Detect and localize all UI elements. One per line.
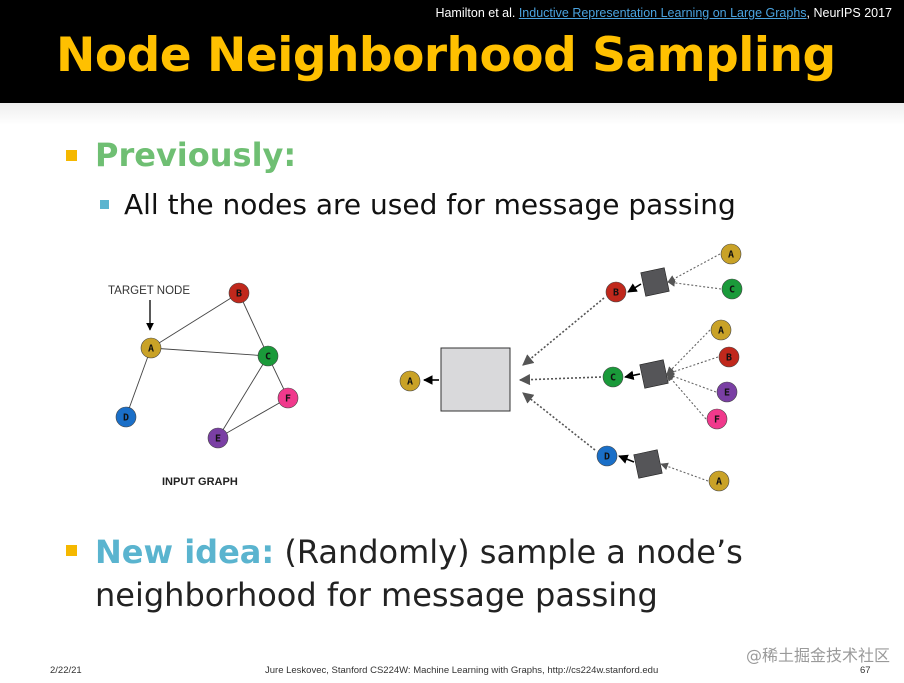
target-node-label: TARGET NODE: [108, 285, 190, 297]
message-edge: [522, 297, 605, 366]
comp-child-node: C: [602, 366, 624, 388]
node-label: D: [123, 413, 129, 424]
graph-edge: [217, 355, 269, 439]
aggregator-arrow: [624, 370, 641, 381]
citation-suffix: , NeurIPS 2017: [806, 6, 892, 20]
previously-heading: Previously:: [95, 136, 297, 174]
graph-edge: [150, 347, 269, 357]
header-gradient-band: [0, 103, 904, 125]
comp-neighbor-node: A: [720, 243, 742, 265]
citation-link[interactable]: Inductive Representation Learning on Lar…: [518, 6, 807, 20]
neighbor-aggregator: [639, 359, 669, 389]
footer-credit: Jure Leskovec, Stanford CS224W: Machine …: [265, 665, 659, 676]
graph-node-E: E: [207, 427, 229, 449]
node-label: E: [215, 434, 221, 445]
graph-edge: [217, 397, 289, 439]
node-label: A: [728, 250, 734, 261]
node-label: F: [714, 415, 720, 426]
node-label: D: [604, 452, 610, 463]
node-label: B: [726, 353, 732, 364]
neighbor-edge: [666, 329, 711, 375]
neighbor-edge: [666, 373, 707, 420]
previously-subpoint: All the nodes are used for message passi…: [124, 188, 736, 221]
comp-root-node: A: [399, 370, 421, 392]
graph-edge: [125, 347, 152, 418]
comp-neighbor-node: C: [721, 278, 743, 300]
graph-edge: [238, 292, 269, 357]
bullet-square-icon: [66, 545, 77, 556]
citation: Hamilton et al. Inductive Representation…: [435, 6, 892, 20]
comp-neighbor-node: A: [708, 470, 730, 492]
neighbor-edge: [667, 253, 721, 283]
graph-node-A: A: [140, 337, 162, 359]
computation-graph: A A C B A B E F C A D: [399, 243, 743, 492]
neighbor-edge: [666, 372, 717, 393]
node-label: A: [718, 326, 724, 337]
footer-date: 2/22/21: [50, 665, 82, 676]
graph-node-F: F: [277, 387, 299, 409]
watermark: @稀土掘金技术社区: [745, 646, 890, 665]
node-label: E: [724, 388, 730, 399]
node-label: C: [265, 352, 271, 363]
graph-node-B: B: [228, 282, 250, 304]
graph-edge: [150, 292, 240, 349]
comp-neighbor-node: B: [718, 346, 740, 368]
neighbor-edge: [666, 356, 719, 376]
neighbor-aggregator: [633, 449, 663, 479]
comp-child-node: D: [596, 445, 618, 467]
graph-node-C: C: [257, 345, 279, 367]
neighbor-edge: [660, 462, 709, 482]
sub-bullet-square-icon: [100, 200, 109, 209]
node-label: C: [610, 373, 616, 384]
graph-node-D: D: [115, 406, 137, 428]
node-label: A: [407, 377, 413, 388]
aggregator-box: [440, 347, 511, 412]
node-label: A: [148, 344, 154, 355]
new-idea-label: New idea:: [95, 533, 275, 571]
node-label: C: [729, 285, 735, 296]
input-graph-label: INPUT GRAPH: [162, 476, 238, 488]
comp-child-node: B: [605, 281, 627, 303]
node-label: F: [285, 394, 291, 405]
neighbor-aggregator: [640, 267, 670, 297]
citation-prefix: Hamilton et al.: [435, 6, 519, 20]
message-edge: [518, 374, 602, 386]
new-idea-text: New idea: (Randomly) sample a node’s nei…: [95, 531, 815, 617]
footer-page: 67: [860, 665, 871, 676]
aggregator-arrow: [618, 454, 635, 464]
bullet-square-icon: [66, 150, 77, 161]
comp-neighbor-node: A: [710, 319, 732, 341]
neighbor-edge: [667, 279, 722, 290]
new-idea-body: (Randomly) sample a node’s neighborhood …: [95, 533, 743, 614]
message-edge: [522, 392, 596, 451]
node-label: B: [236, 289, 242, 300]
aggregator-arrow: [627, 283, 642, 293]
slide-title: Node Neighborhood Sampling: [56, 28, 836, 83]
input-graph-nodes: A B C D E F: [115, 282, 299, 449]
node-label: B: [613, 288, 619, 299]
header-bar: Hamilton et al. Inductive Representation…: [0, 0, 904, 103]
comp-neighbor-node: E: [716, 381, 738, 403]
node-label: A: [716, 477, 722, 488]
comp-neighbor-node: F: [706, 408, 728, 430]
